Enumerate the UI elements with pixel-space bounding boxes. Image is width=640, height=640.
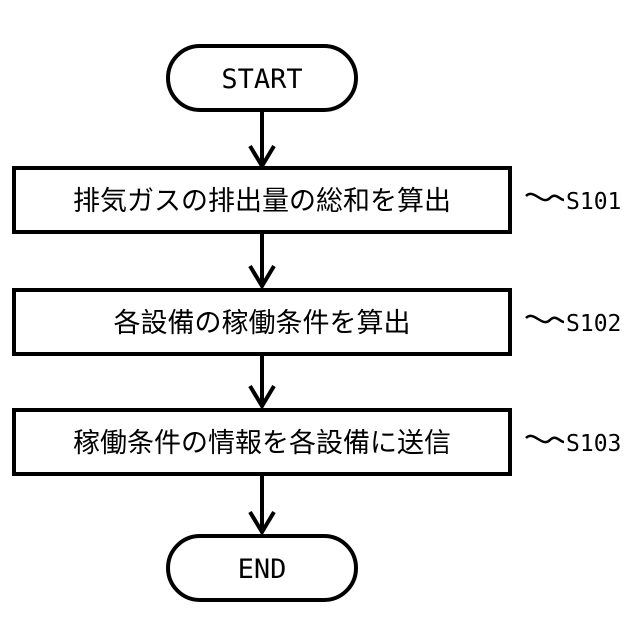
ref-s101: S101: [526, 189, 621, 215]
ref-s102-label: S102: [566, 311, 621, 337]
end-label: END: [238, 554, 287, 585]
step-s103-label: 稼働条件の情報を各設備に送信: [73, 428, 451, 459]
ref-s102-leader: [526, 316, 564, 322]
arrow-start-to-s101: [250, 110, 274, 166]
step-s103: 稼働条件の情報を各設備に送信: [14, 410, 510, 474]
arrow-s102-to-s103: [250, 354, 274, 406]
end-node: END: [168, 536, 356, 600]
arrow-s101-to-s102: [250, 232, 274, 286]
ref-s103-label: S103: [566, 431, 621, 457]
ref-s103-leader: [526, 436, 564, 442]
step-s101: 排気ガスの排出量の総和を算出: [14, 168, 510, 232]
arrow-s103-to-end: [250, 474, 274, 532]
start-label: START: [221, 64, 302, 95]
step-s102-label: 各設備の稼働条件を算出: [114, 308, 411, 339]
ref-s102: S102: [526, 311, 621, 337]
ref-s101-leader: [526, 194, 564, 200]
start-node: START: [168, 46, 356, 110]
step-s101-label: 排気ガスの排出量の総和を算出: [73, 186, 451, 217]
ref-s103: S103: [526, 431, 621, 457]
step-s102: 各設備の稼働条件を算出: [14, 290, 510, 354]
ref-s101-label: S101: [566, 189, 621, 215]
